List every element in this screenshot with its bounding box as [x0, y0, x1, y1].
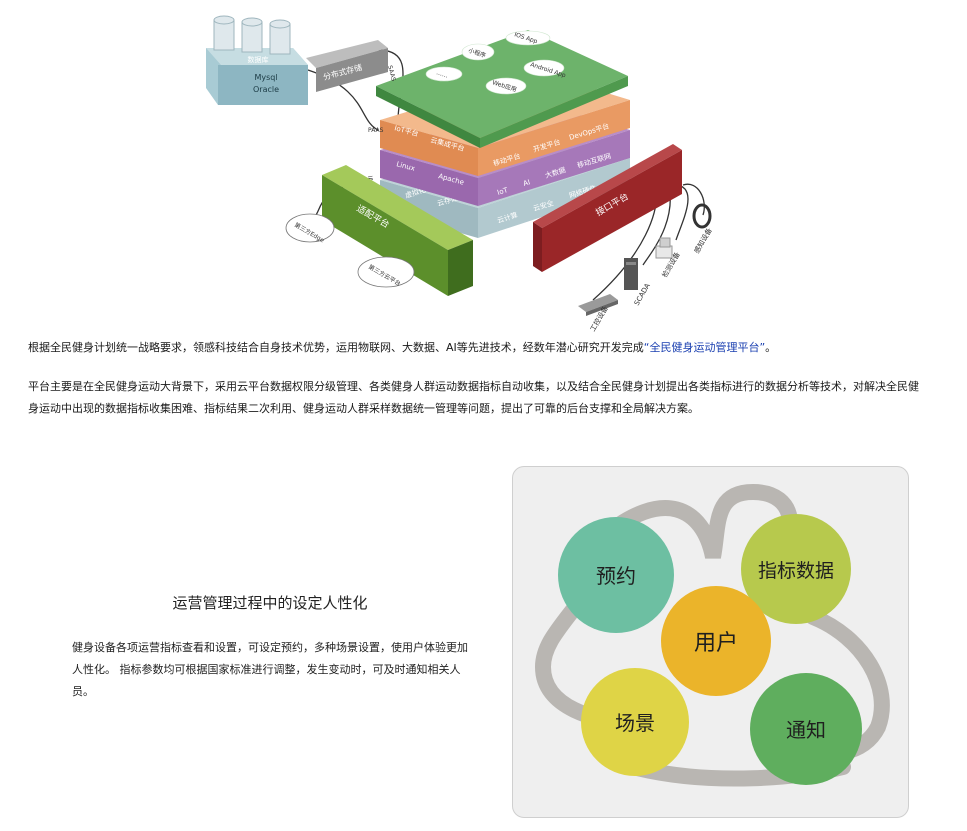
- platform-name-highlight: “全民健身运动管理平台”: [643, 341, 766, 354]
- architecture-diagram: 数据库 Mysql Oracle 分布式存储 虚拟化 云存储 云计算 云安全 网…: [206, 15, 714, 333]
- paas-tech-item: IoT: [496, 186, 509, 197]
- intro-text-end: 。: [765, 341, 777, 354]
- paas-tech-item: AI: [522, 178, 531, 188]
- industrial-device-icon: [578, 294, 618, 316]
- scene-label: 场景: [615, 711, 655, 735]
- reserve-node: [558, 517, 674, 633]
- user-label: 用户: [694, 631, 738, 656]
- detection-device-icon: [655, 237, 673, 259]
- saas-app: ……: [435, 69, 449, 79]
- feature-description: 健身设备各项运营指标查看和设置，可设定预约，多种场景设置，使用户体验更加人性化。…: [72, 641, 468, 698]
- database-engine-mysql: Mysql: [254, 73, 277, 82]
- ecosystem-diagram-card: 预约 指标数据 场景 通知 用户: [512, 466, 909, 818]
- database-block: 数据库 Mysql Oracle: [206, 15, 308, 105]
- intro-paragraph-2: 平台主要是在全民健身运动大背景下，采用云平台数据权限分级管理、各类健身人群运动数…: [28, 380, 919, 415]
- paas-label: PAAS: [368, 127, 384, 134]
- scada-server-icon: [624, 258, 638, 290]
- reserve-label: 预约: [596, 564, 636, 588]
- saas-layer: IOS App Android App Web应用 小程序 …… SAAS: [376, 30, 628, 148]
- interface-platform-block: 接口平台 Edge: [533, 144, 682, 272]
- ecosystem-diagram: 预约 指标数据 场景 通知 用户: [534, 483, 890, 787]
- metrics-label: 指标数据: [758, 560, 834, 582]
- notify-node: [750, 673, 862, 785]
- third-party-edge-cloud: 第三方Edge: [285, 213, 335, 244]
- database-label: 数据库: [248, 55, 269, 64]
- intro-paragraph-1: 根据全民健身计划统一战略要求，领感科技结合自身技术优势，运用物联网、大数据、AI…: [28, 337, 928, 359]
- device-label: 感知设备: [692, 226, 714, 255]
- distributed-storage-block: 分布式存储: [306, 40, 388, 92]
- intro-text: 根据全民健身计划统一战略要求，领感科技结合自身技术优势，运用物联网、大数据、AI…: [28, 341, 644, 354]
- database-cylinders-icon: [213, 15, 291, 55]
- user-node: [661, 586, 771, 696]
- feature-title: 运营管理过程中的设定人性化: [172, 594, 368, 612]
- saas-label: SAAS: [386, 65, 397, 83]
- adapter-platform-block: 适配平台: [322, 165, 473, 296]
- notify-label: 通知: [786, 718, 826, 742]
- scene-node: [581, 668, 689, 776]
- metrics-node: [741, 514, 851, 624]
- database-engine-oracle: Oracle: [253, 85, 279, 94]
- third-party-cloud-platform: 第三方云平台: [357, 256, 415, 288]
- wearable-sensor-icon: [692, 203, 712, 229]
